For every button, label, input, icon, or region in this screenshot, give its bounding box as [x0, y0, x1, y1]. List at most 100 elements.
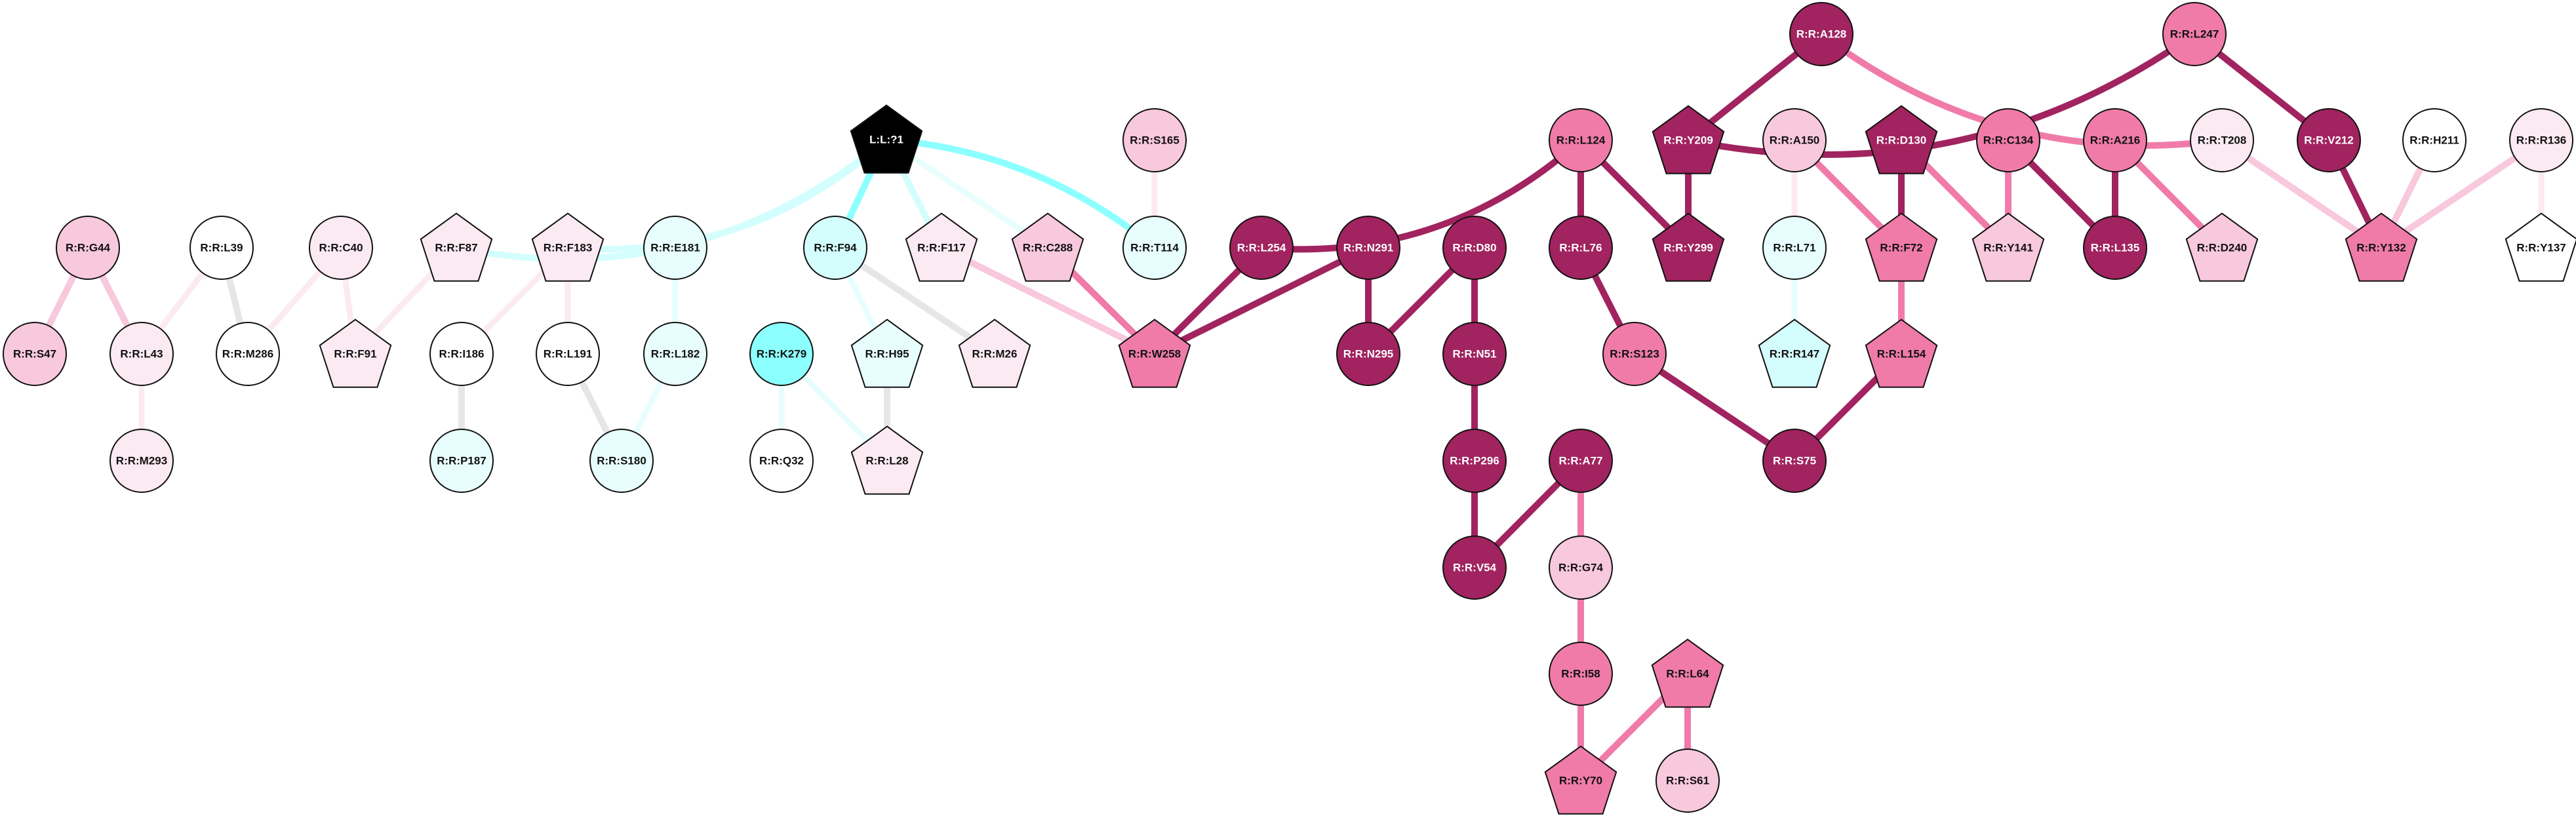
node-r-r-w258[interactable]: R:R:W258 [1118, 319, 1191, 388]
node-label: L:L:?1 [869, 134, 903, 146]
node-label: R:R:F94 [814, 242, 857, 254]
node-r-r-l76[interactable]: R:R:L76 [1549, 216, 1613, 280]
node-circle-shape [749, 429, 814, 493]
node-r-r-n291[interactable]: R:R:N291 [1336, 216, 1400, 280]
node-r-r-s75[interactable]: R:R:S75 [1762, 429, 1827, 493]
node-r-r-m286[interactable]: R:R:M286 [216, 322, 280, 386]
node-r-r-f72[interactable]: R:R:F72 [1865, 212, 1938, 282]
node-r-r-g44[interactable]: R:R:G44 [56, 216, 120, 280]
node-r-r-c288[interactable]: R:R:C288 [1011, 212, 1084, 282]
node-r-r-v212[interactable]: R:R:V212 [2297, 108, 2361, 172]
node-r-r-r136[interactable]: R:R:R136 [2509, 108, 2573, 172]
node-circle-shape [1789, 2, 1853, 66]
node-label: R:R:L71 [1773, 242, 1815, 254]
node-label: R:R:R136 [2516, 134, 2567, 147]
node-label: R:R:L28 [865, 455, 908, 467]
node-r-r-y299[interactable]: R:R:Y299 [1652, 212, 1725, 282]
node-r-r-l124[interactable]: R:R:L124 [1549, 108, 1613, 172]
node-r-r-s180[interactable]: R:R:S180 [589, 429, 654, 493]
node-r-r-l154[interactable]: R:R:L154 [1865, 319, 1938, 388]
node-label: R:R:A150 [1770, 134, 1820, 147]
node-r-r-f117[interactable]: R:R:F117 [905, 212, 978, 282]
node-r-r-d240[interactable]: R:R:D240 [2185, 212, 2259, 282]
node-r-r-h211[interactable]: R:R:H211 [2402, 108, 2467, 172]
node-pentagon-shape [531, 212, 604, 282]
node-r-r-c134[interactable]: R:R:C134 [1976, 108, 2040, 172]
node-circle-shape [2297, 108, 2361, 172]
node-r-r-i58[interactable]: R:R:I58 [1549, 642, 1613, 706]
node-r-r-v54[interactable]: R:R:V54 [1442, 535, 1507, 600]
node-r-r-d80[interactable]: R:R:D80 [1442, 216, 1507, 280]
node-r-r-s165[interactable]: R:R:S165 [1122, 108, 1187, 172]
node-circle-shape [1549, 535, 1613, 600]
node-l-l-1[interactable]: L:L:?1 [850, 104, 923, 174]
node-r-r-k279[interactable]: R:R:K279 [749, 322, 814, 386]
node-r-r-q32[interactable]: R:R:Q32 [749, 429, 814, 493]
node-r-r-n51[interactable]: R:R:N51 [1442, 322, 1507, 386]
node-r-r-y137[interactable]: R:R:Y137 [2505, 212, 2576, 282]
node-label: R:R:S47 [13, 348, 56, 360]
node-r-r-p296[interactable]: R:R:P296 [1442, 429, 1507, 493]
node-circle-shape [1336, 216, 1400, 280]
node-r-r-a216[interactable]: R:R:A216 [2083, 108, 2147, 172]
node-r-r-l247[interactable]: R:R:L247 [2162, 2, 2227, 66]
node-r-r-r147[interactable]: R:R:R147 [1758, 319, 1831, 388]
edge-l-l-1-r-r-t114 [886, 136, 1157, 250]
node-r-r-y132[interactable]: R:R:Y132 [2345, 212, 2418, 282]
node-circle-shape [56, 216, 120, 280]
node-r-r-m293[interactable]: R:R:M293 [109, 429, 174, 493]
node-r-r-s61[interactable]: R:R:S61 [1655, 748, 1720, 813]
node-circle-shape [216, 322, 280, 386]
node-r-r-t208[interactable]: R:R:T208 [2190, 108, 2254, 172]
node-r-r-n295[interactable]: R:R:N295 [1336, 322, 1400, 386]
node-r-r-y141[interactable]: R:R:Y141 [1972, 212, 2045, 282]
node-label: R:R:L154 [1877, 348, 1926, 360]
node-r-r-s123[interactable]: R:R:S123 [1602, 322, 1667, 386]
node-label: R:R:L76 [1559, 242, 1602, 254]
node-r-r-l254[interactable]: R:R:L254 [1229, 216, 1294, 280]
node-r-r-m26[interactable]: R:R:M26 [958, 319, 1031, 388]
node-pentagon-shape [850, 104, 923, 174]
node-r-r-h95[interactable]: R:R:H95 [850, 319, 924, 388]
node-r-r-i186[interactable]: R:R:I186 [429, 322, 494, 386]
node-r-r-c40[interactable]: R:R:C40 [309, 216, 373, 280]
node-circle-shape [1762, 429, 1827, 493]
edge-r-r-l124-r-r-l254 [1261, 138, 1583, 253]
node-r-r-t114[interactable]: R:R:T114 [1122, 216, 1187, 280]
node-label: R:R:K279 [757, 348, 807, 360]
node-label: R:R:L182 [651, 348, 700, 360]
node-r-r-g74[interactable]: R:R:G74 [1549, 535, 1613, 600]
node-label: R:R:L254 [1237, 242, 1286, 254]
node-r-r-f91[interactable]: R:R:F91 [319, 319, 392, 388]
node-r-r-d130[interactable]: R:R:D130 [1865, 105, 1938, 174]
node-circle-shape [2402, 108, 2467, 172]
node-circle-shape [536, 322, 600, 386]
node-r-r-f94[interactable]: R:R:F94 [803, 216, 867, 280]
node-r-r-f87[interactable]: R:R:F87 [420, 212, 493, 282]
node-label: R:R:C134 [1983, 134, 2034, 147]
node-r-r-a77[interactable]: R:R:A77 [1549, 429, 1613, 493]
node-r-r-a128[interactable]: R:R:A128 [1789, 2, 1853, 66]
node-r-r-s47[interactable]: R:R:S47 [3, 322, 67, 386]
node-r-r-y209[interactable]: R:R:Y209 [1652, 105, 1725, 174]
node-circle-shape [749, 322, 814, 386]
node-r-r-e181[interactable]: R:R:E181 [643, 216, 707, 280]
node-label: R:R:Y132 [2356, 242, 2406, 254]
node-pentagon-shape [1011, 212, 1084, 282]
node-r-r-l64[interactable]: R:R:L64 [1651, 638, 1724, 708]
node-r-r-l43[interactable]: R:R:L43 [109, 322, 174, 386]
node-pentagon-shape [1652, 105, 1725, 174]
node-pentagon-shape [1118, 319, 1191, 388]
node-r-r-l28[interactable]: R:R:L28 [850, 425, 924, 495]
node-r-r-l39[interactable]: R:R:L39 [189, 216, 254, 280]
node-r-r-l135[interactable]: R:R:L135 [2083, 216, 2147, 280]
node-r-r-p187[interactable]: R:R:P187 [429, 429, 494, 493]
node-r-r-f183[interactable]: R:R:F183 [531, 212, 604, 282]
node-r-r-a150[interactable]: R:R:A150 [1762, 108, 1827, 172]
node-r-r-y70[interactable]: R:R:Y70 [1544, 745, 1617, 815]
node-label: R:R:D80 [1452, 242, 1496, 254]
node-r-r-l71[interactable]: R:R:L71 [1762, 216, 1827, 280]
node-r-r-l182[interactable]: R:R:L182 [643, 322, 707, 386]
node-r-r-l191[interactable]: R:R:L191 [536, 322, 600, 386]
